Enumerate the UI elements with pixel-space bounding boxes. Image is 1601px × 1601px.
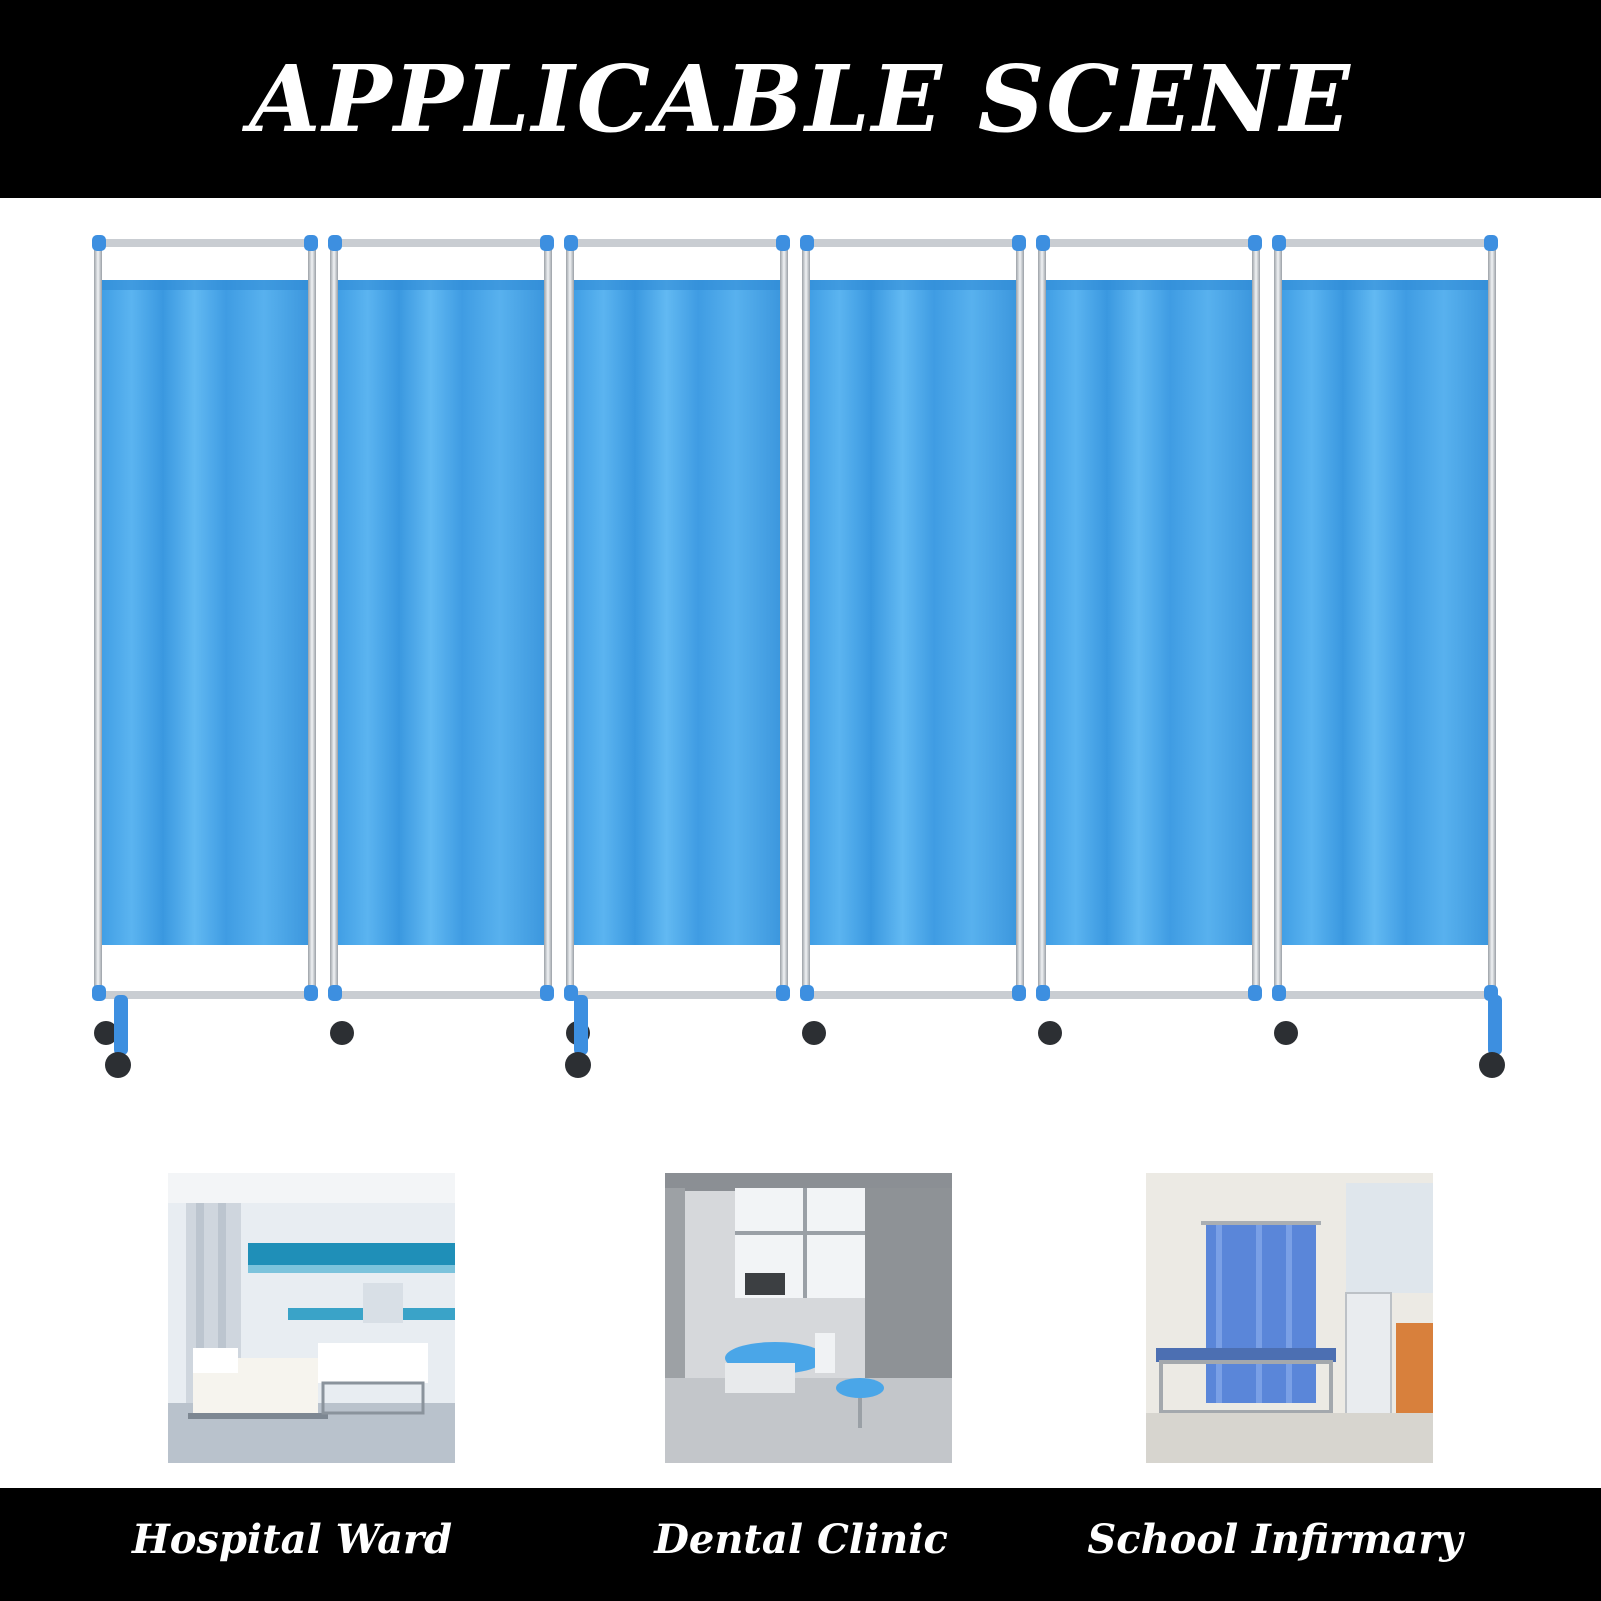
caption-school-infirmary: School Infirmary bbox=[1087, 1516, 1463, 1563]
hospital-ward-photo bbox=[168, 1173, 455, 1463]
page-title: APPLICABLE SCENE bbox=[249, 45, 1352, 153]
title-band: APPLICABLE SCENE bbox=[0, 0, 1601, 198]
caption-hospital-ward: Hospital Ward bbox=[131, 1516, 453, 1563]
curtain-panel bbox=[336, 280, 546, 945]
curtain-panel bbox=[1280, 280, 1490, 945]
caption-dental-clinic: Dental Clinic bbox=[654, 1516, 948, 1563]
dental-clinic-photo bbox=[665, 1173, 952, 1463]
school-infirmary-photo bbox=[1146, 1173, 1433, 1463]
curtain-panel bbox=[100, 280, 310, 945]
caption-band: Hospital Ward Dental Clinic School Infir… bbox=[0, 1488, 1601, 1601]
curtain-panel bbox=[1044, 280, 1254, 945]
curtain-panel bbox=[572, 280, 782, 945]
folding-screen-image bbox=[92, 235, 1505, 1078]
curtain-panel bbox=[808, 280, 1018, 945]
